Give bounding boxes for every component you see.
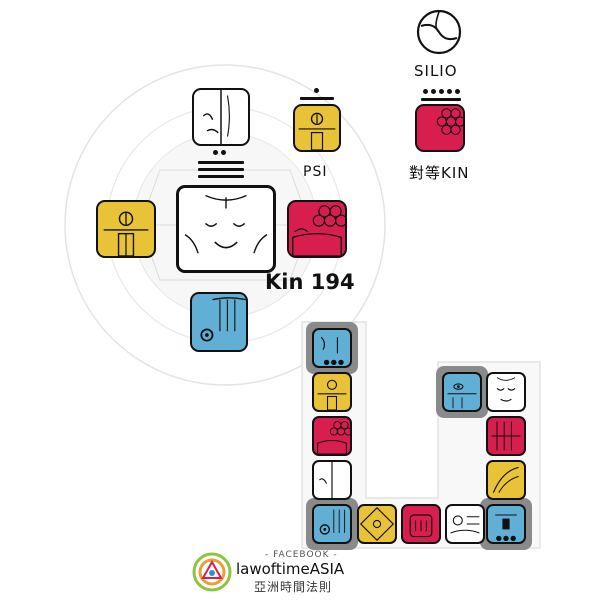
equal-kin-tone-bar — [421, 98, 461, 101]
lawoftime-logo-icon — [192, 552, 232, 592]
brand-chinese: 亞洲時間法則 — [254, 578, 332, 595]
equal-kin-glyph — [415, 104, 465, 152]
chain-tile-1 — [312, 328, 352, 368]
occult-glyph — [190, 292, 248, 352]
chain-tile-10 — [442, 372, 482, 412]
chain-tile-4 — [312, 460, 352, 500]
facebook-label: - FACEBOOK - — [265, 550, 338, 560]
chain-tile-5 — [312, 504, 352, 544]
chain-tile-6 — [357, 504, 397, 544]
chain-tile-12 — [486, 416, 526, 456]
equal-kin-label: 對等KIN — [409, 162, 469, 183]
silio-label: SILIO — [414, 62, 458, 80]
center-tone-bar-2 — [198, 168, 244, 171]
guide-glyph — [192, 88, 250, 146]
chain-tile-2 — [312, 372, 352, 412]
psi-tone-bar — [300, 97, 334, 100]
psi-glyph — [293, 104, 341, 152]
center-tone-bar-1 — [198, 161, 244, 164]
center-wizard-glyph — [176, 185, 276, 273]
chain-tile-7 — [401, 504, 441, 544]
equal-kin-tone-dots — [423, 89, 460, 94]
chain-tile-13 — [486, 460, 526, 500]
center-tone-dots — [213, 150, 226, 155]
kin-number-label: Kin 194 — [265, 270, 355, 294]
chain-tile-11 — [486, 372, 526, 412]
analog-glyph — [287, 200, 347, 258]
center-tone-bar-3 — [198, 175, 244, 178]
brand-name: lawoftimeASIA — [236, 560, 344, 578]
chain-tile-8 — [445, 504, 485, 544]
chain-tile-9 — [486, 504, 526, 544]
psi-label: PSI — [303, 164, 327, 180]
silio-icon — [415, 8, 463, 56]
antipode-glyph — [96, 200, 156, 258]
chain-tile-3 — [312, 416, 352, 456]
psi-tone-dot — [314, 88, 319, 93]
